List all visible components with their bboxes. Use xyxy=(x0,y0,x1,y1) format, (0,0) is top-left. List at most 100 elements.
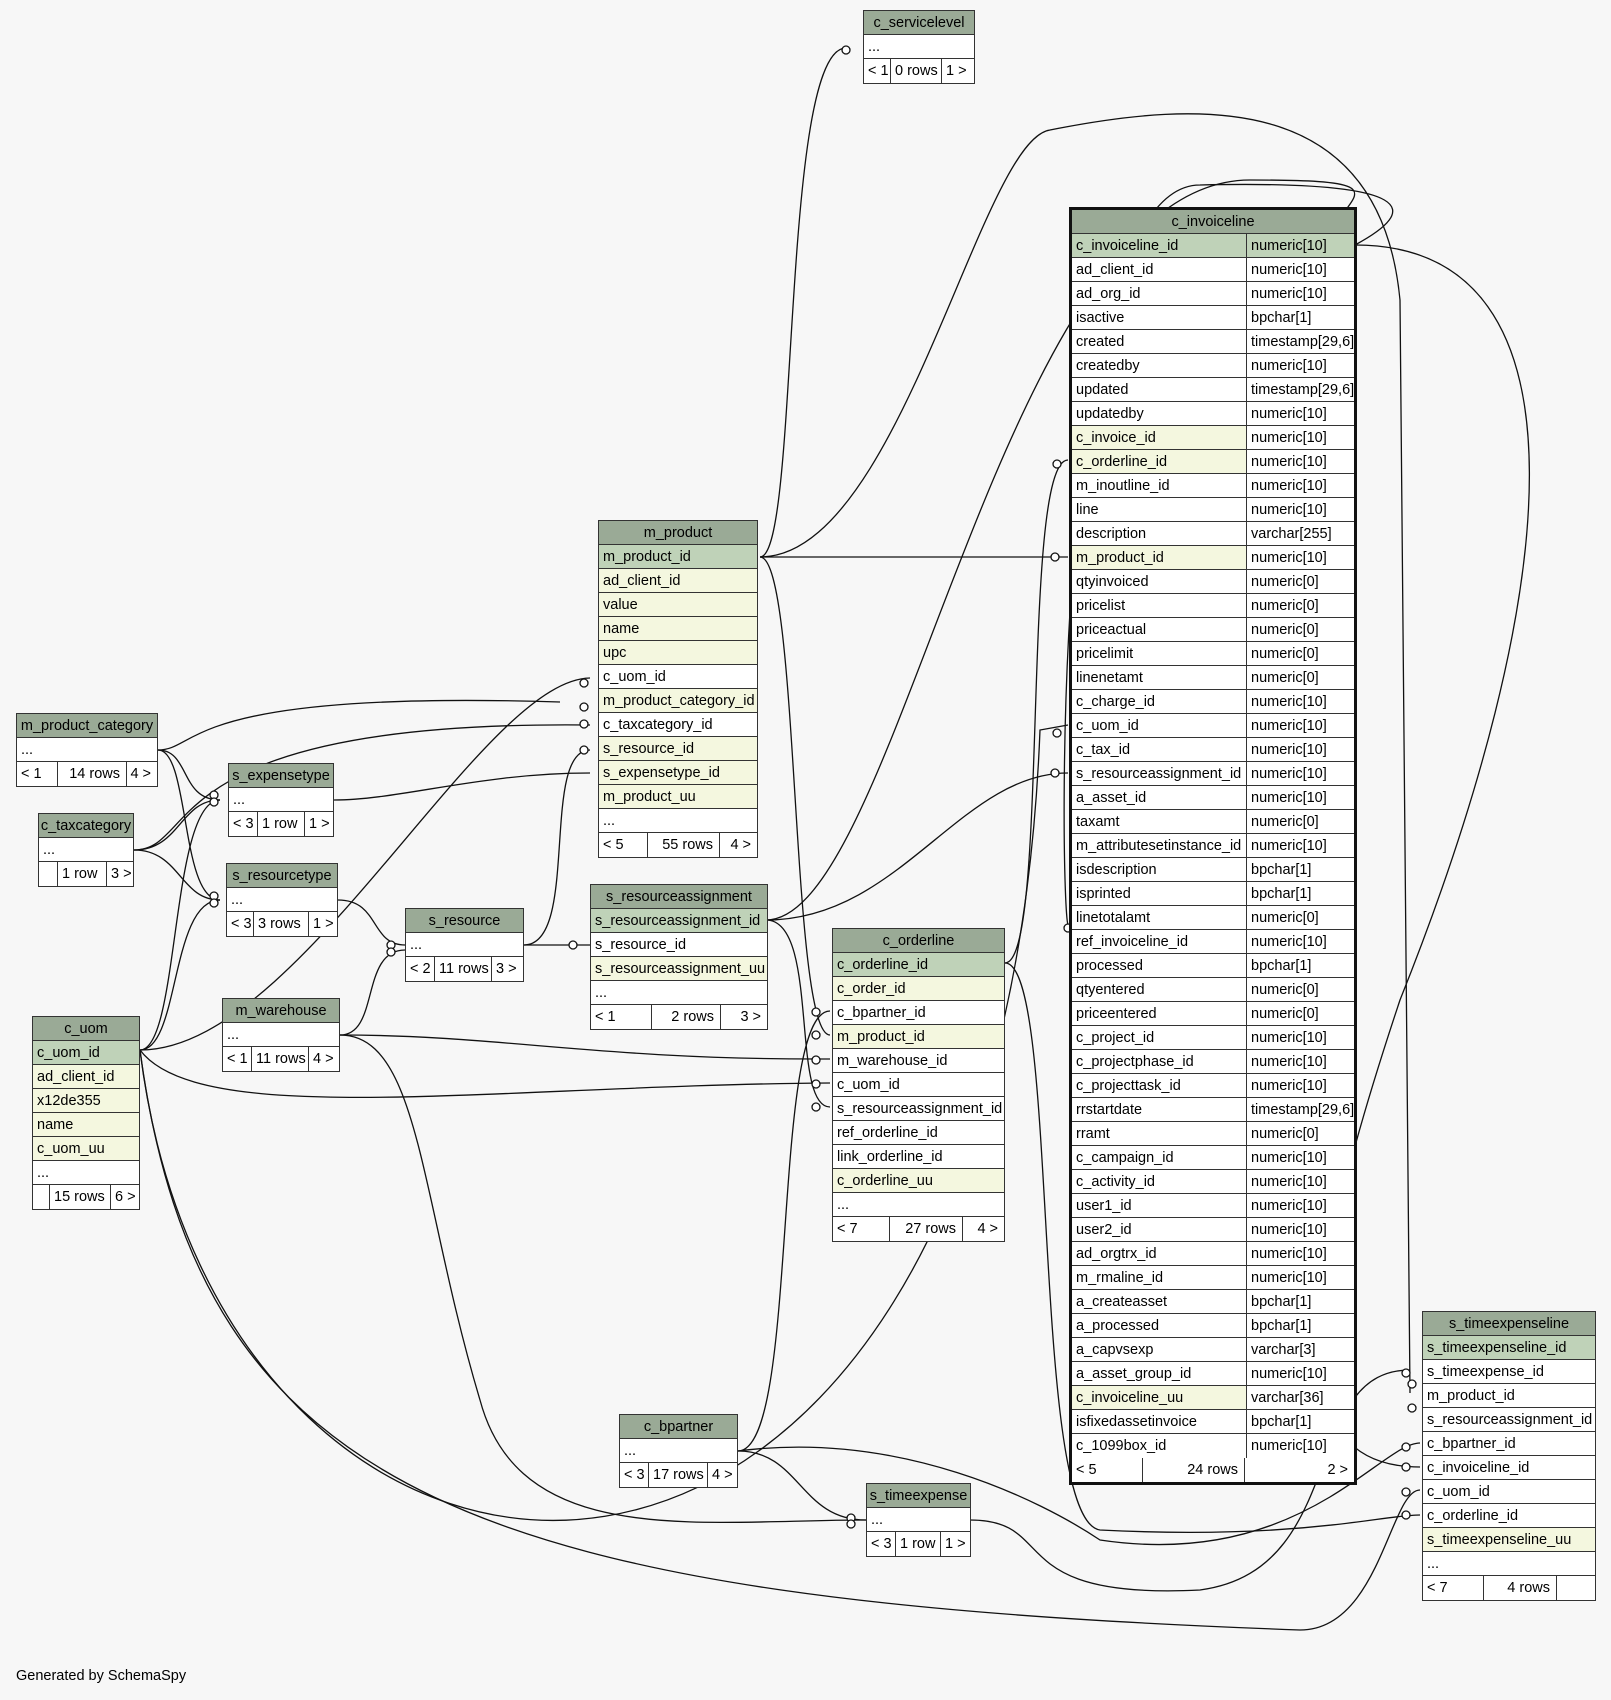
column-type: numeric[0] xyxy=(1246,1002,1354,1025)
table-c_orderline[interactable]: c_orderline c_orderline_id c_order_id c_… xyxy=(832,928,1005,1242)
column-row: ... xyxy=(37,1165,50,1181)
column-type: numeric[10] xyxy=(1246,402,1354,425)
column-name: pricelimit xyxy=(1076,646,1134,662)
column-type: bpchar[1] xyxy=(1246,1290,1354,1313)
column-row: c_uom_id xyxy=(37,1045,100,1061)
column-row: ... xyxy=(868,39,881,55)
edge-warehouse-timeexpense xyxy=(339,1034,867,1524)
column-name: s_resourceassignment_id xyxy=(1076,766,1242,782)
column-type: numeric[10] xyxy=(1246,234,1354,257)
column-name: c_orderline_id xyxy=(1072,450,1246,473)
column-type: numeric[0] xyxy=(1246,1122,1354,1145)
edge-orderline-invoiceline xyxy=(1004,459,1069,964)
edge-bpartner-orderline xyxy=(737,1010,831,1452)
edge-resourcetype-resource xyxy=(337,899,406,946)
table-header: s_timeexpenseline xyxy=(1423,1312,1595,1336)
column-name: a_createasset xyxy=(1076,1294,1168,1310)
table-m_product[interactable]: m_product m_product_id ad_client_id valu… xyxy=(598,520,758,858)
edge-ra-orderline xyxy=(765,919,831,1108)
column-name: created xyxy=(1076,334,1125,350)
edge-product-servicelevel xyxy=(759,47,847,558)
column-row: ... xyxy=(410,937,423,953)
edge-warehouse-resource xyxy=(339,949,406,1036)
column-name: pricelist xyxy=(1076,598,1126,614)
column-type: bpchar[1] xyxy=(1246,954,1354,977)
column-name: description xyxy=(1076,526,1147,542)
column-name: qtyinvoiced xyxy=(1076,574,1149,590)
column-type: numeric[10] xyxy=(1246,1266,1354,1289)
edge-prodcat-expensetype xyxy=(157,749,221,801)
column-type: numeric[10] xyxy=(1246,258,1354,281)
column-type: numeric[10] xyxy=(1246,498,1354,521)
column-name: c_charge_id xyxy=(1076,694,1155,710)
column-row: c_bpartner_id xyxy=(837,1005,926,1021)
column-name: m_inoutline_id xyxy=(1076,478,1170,494)
column-type: numeric[10] xyxy=(1246,714,1354,737)
column-type: numeric[10] xyxy=(1246,690,1354,713)
edge-warehouse-orderline xyxy=(339,1034,831,1060)
table-s_resourceassignment[interactable]: s_resourceassignment s_resourceassignmen… xyxy=(590,884,768,1030)
column-type: numeric[0] xyxy=(1246,618,1354,641)
column-type: numeric[10] xyxy=(1246,738,1354,761)
column-row: m_product_uu xyxy=(603,789,696,805)
column-row: s_resource_id xyxy=(595,937,687,953)
edge-taxcat-expensetype xyxy=(133,799,221,851)
column-row: ... xyxy=(624,1443,637,1459)
column-row: ... xyxy=(231,892,244,908)
column-name: updated xyxy=(1076,382,1129,398)
column-name: c_tax_id xyxy=(1076,742,1131,758)
column-type: numeric[10] xyxy=(1246,1146,1354,1169)
column-name: m_rmaline_id xyxy=(1076,1270,1164,1286)
column-type: bpchar[1] xyxy=(1246,882,1354,905)
column-type: numeric[10] xyxy=(1246,1362,1354,1385)
column-name: linenetamt xyxy=(1076,670,1143,686)
column-type: numeric[10] xyxy=(1246,762,1354,785)
column-name: qtyentered xyxy=(1076,982,1145,998)
edge-uom-resourcetype xyxy=(139,899,221,1051)
column-name: c_uom_id xyxy=(1076,718,1139,734)
column-row: s_resourceassignment_id xyxy=(837,1101,1003,1117)
column-type: numeric[10] xyxy=(1246,450,1354,473)
edge-expensetype-product xyxy=(333,772,591,801)
edge-uom-product xyxy=(139,677,591,1051)
column-name: createdby xyxy=(1076,358,1140,374)
table-s_timeexpenseline[interactable]: s_timeexpenseline s_timeexpenseline_id s… xyxy=(1422,1311,1596,1601)
column-row: ... xyxy=(21,742,34,758)
column-name: isfixedassetinvoice xyxy=(1076,1414,1197,1430)
column-type: numeric[10] xyxy=(1246,1218,1354,1241)
column-type: numeric[10] xyxy=(1246,1242,1354,1265)
column-name: isactive xyxy=(1076,310,1125,326)
table-c_uom[interactable]: c_uom c_uom_id ad_client_id x12de355 nam… xyxy=(32,1016,140,1210)
column-row: c_uom_id xyxy=(603,669,666,685)
column-row: m_rmaline_id numeric[10] xyxy=(1072,1266,1354,1290)
column-type: bpchar[1] xyxy=(1246,858,1354,881)
column-row: m_product_id xyxy=(1427,1388,1515,1404)
column-name: priceactual xyxy=(1076,622,1147,638)
column-name: c_projectphase_id xyxy=(1076,1054,1194,1070)
column-name: c_activity_id xyxy=(1076,1174,1155,1190)
